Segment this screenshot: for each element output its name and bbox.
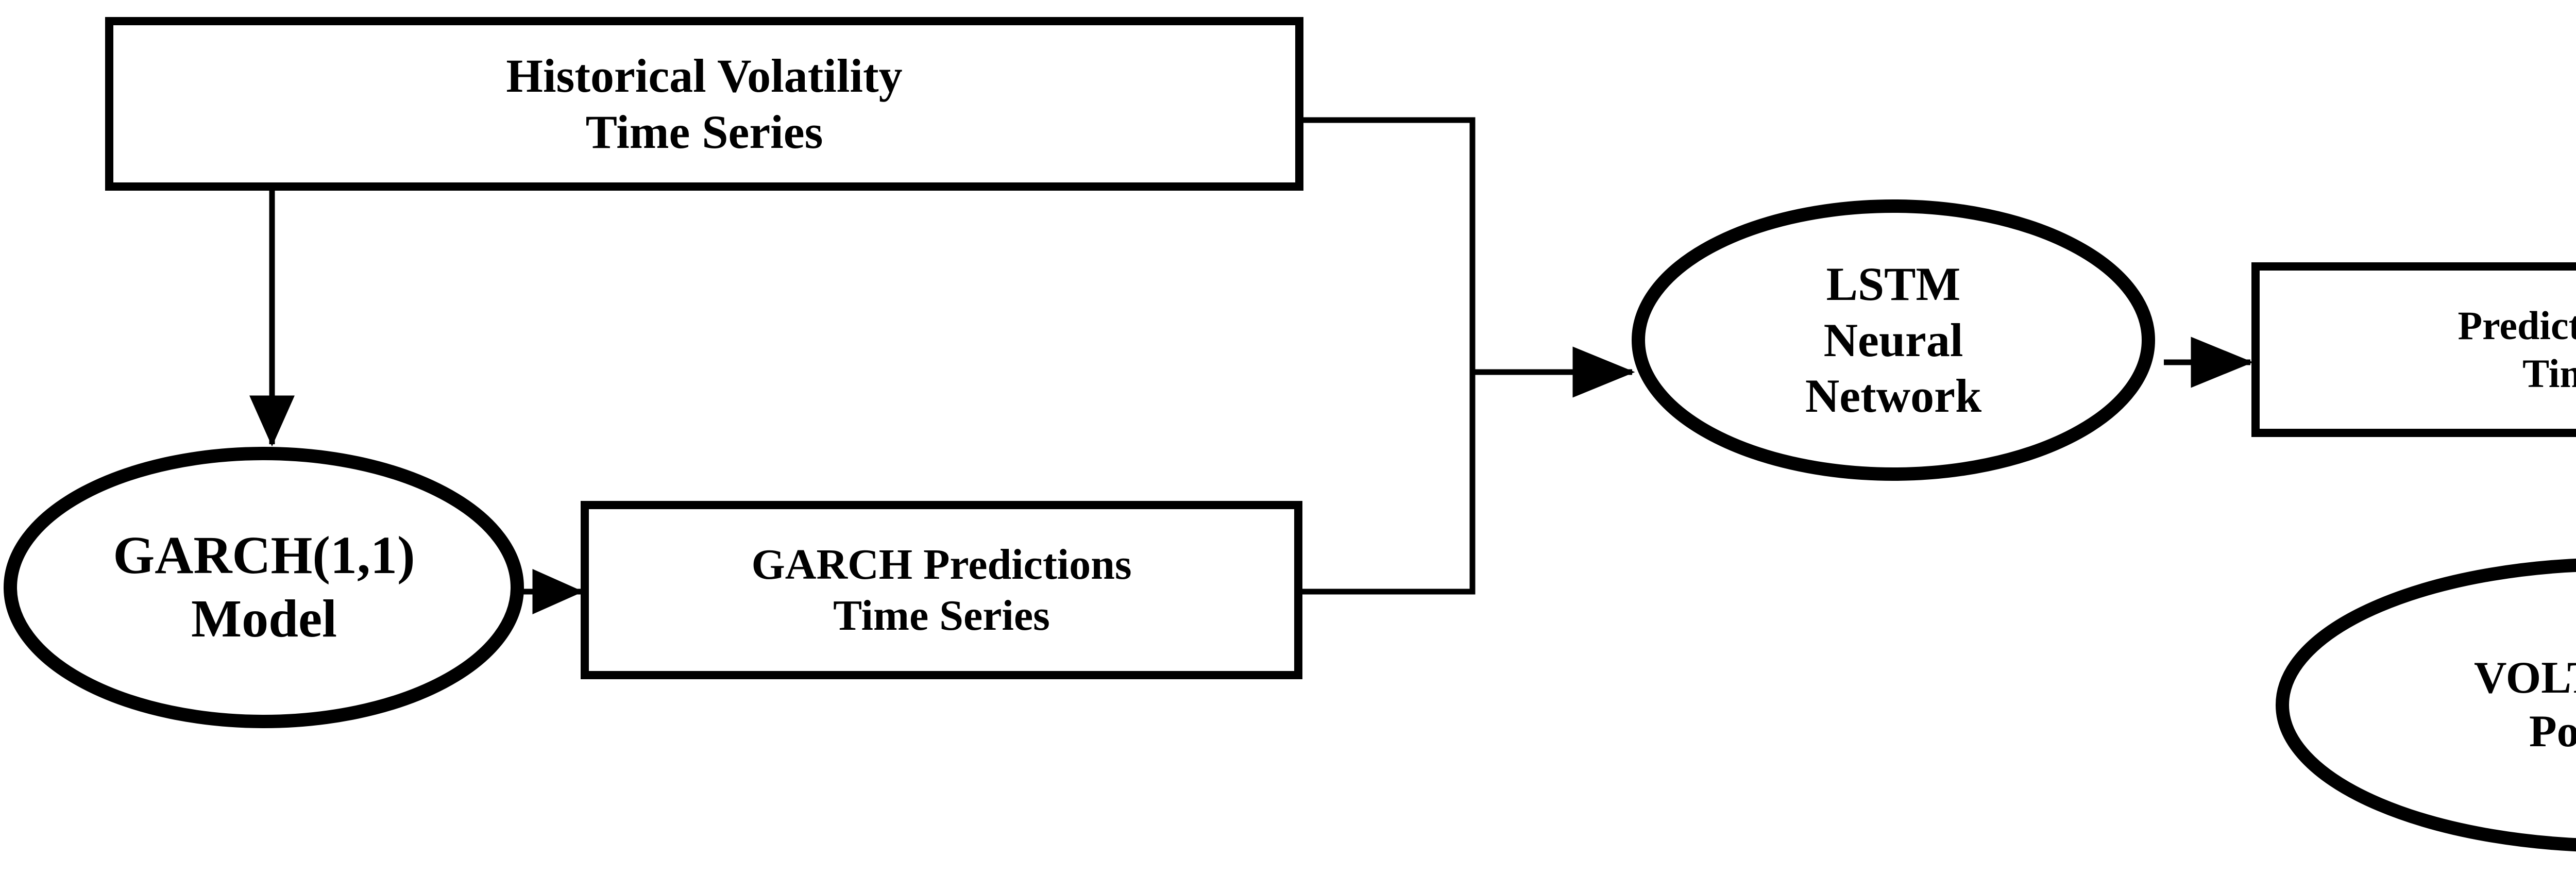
edge-garch-predictions-to-merge: [1298, 372, 1476, 595]
node-shape-predicted-volatility: [2251, 262, 2576, 437]
node-shape-historical: [105, 17, 1303, 191]
node-shape-garch-model: [4, 447, 524, 728]
node-shape-voltarget: [2276, 558, 2576, 852]
node-shape-lstm: [1632, 199, 2155, 481]
node-shape-garch-predictions: [581, 501, 1302, 679]
edge-historical-to-merge: [1299, 117, 1476, 372]
